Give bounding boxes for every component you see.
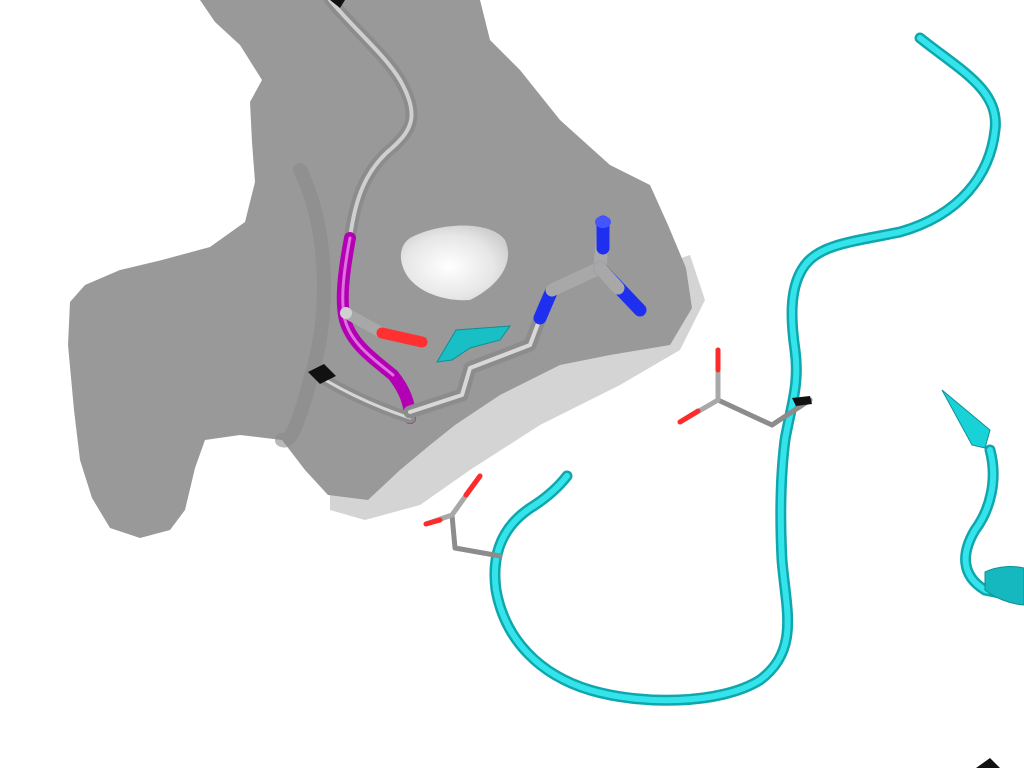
arginine-cz-bond — [545, 261, 607, 297]
backbone-end-cap-top — [330, 0, 345, 8]
corner-fragment — [976, 758, 1000, 768]
acidic-left-oxygen-1-red — [463, 473, 483, 498]
cyan-coil-main-highlight — [491, 35, 999, 704]
cyan-coil-chain — [489, 32, 1024, 706]
cyan-coil-right-highlight — [962, 447, 1024, 601]
arginine-side-chain — [403, 215, 647, 419]
carbonyl-bond-carbon — [340, 307, 388, 339]
carbonyl-group — [340, 307, 428, 348]
cyan-sheet-fragment — [436, 325, 512, 363]
backbone-end-cap-left — [308, 364, 336, 384]
acidic-chain-right-carbons — [715, 397, 813, 428]
acidic-left-oxygen-2-red — [423, 517, 443, 527]
backbone-tube-upper-highlight — [328, 0, 414, 240]
arginine-nh2-carbon-part — [593, 261, 625, 295]
carbonyl-carbon-atom — [340, 307, 352, 319]
acidic-side-chain-left — [423, 473, 503, 559]
acidic-chain-left-carbons — [449, 512, 503, 559]
arginine-nh1-cap — [595, 216, 611, 228]
backbone-tube-lower-highlight — [320, 376, 412, 420]
cyan-helix-ribbon-edge — [984, 566, 1024, 606]
backbone-tube-magenta-highlight — [341, 236, 395, 377]
acidic-right-cap — [792, 396, 812, 406]
protein-surface — [68, 0, 705, 538]
cyan-coil-arrow-head — [941, 389, 991, 449]
arginine-carbon-chain-highlight — [408, 303, 547, 414]
acidic-right-oxygen-2-red — [677, 408, 701, 425]
acidic-side-chain-right — [677, 347, 813, 428]
backbone-chain — [308, 0, 418, 424]
surface-cavity — [400, 225, 509, 301]
surface-body — [68, 0, 692, 538]
carbonyl-bond-oxygen — [376, 327, 428, 348]
surface-shade-fold — [275, 163, 331, 448]
